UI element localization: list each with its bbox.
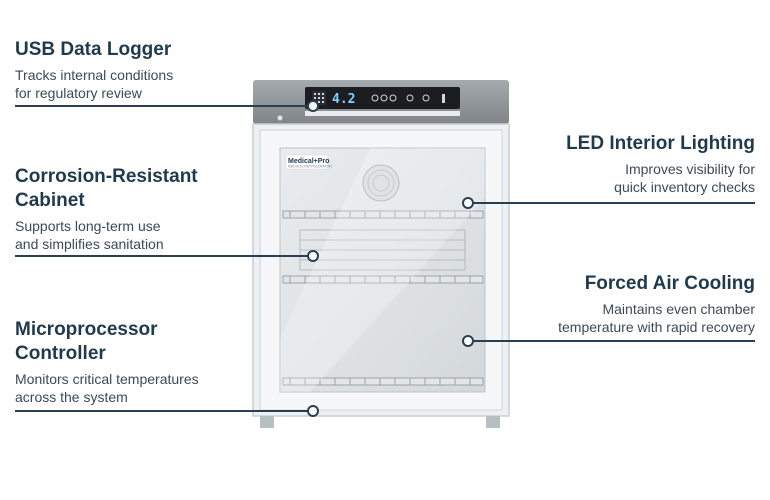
callout-title: LED Interior Lighting	[566, 133, 755, 154]
callout-corrosion-resistant-cabinet: Corrosion-Resistant Cabinet Supports lon…	[15, 165, 255, 253]
leveling-foot	[260, 416, 274, 428]
callout-title: USB Data Logger	[15, 39, 172, 60]
shelf	[282, 210, 484, 219]
leader-line-air	[468, 340, 755, 342]
callout-desc-line: and simplifies sanitation	[15, 236, 164, 252]
leveling-foot	[486, 416, 500, 428]
usb-port-icon	[442, 94, 445, 103]
callout-desc-line: Supports long-term use	[15, 218, 161, 234]
brand-subtitle: MEDICAL REFRIGERATOR	[288, 165, 332, 169]
button-set-icon[interactable]	[371, 94, 379, 102]
callout-title: Forced Air Cooling	[584, 273, 755, 294]
callout-microprocessor-controller: Microprocessor Controller Monitors criti…	[15, 318, 255, 406]
hotspot-air[interactable]	[462, 335, 474, 347]
button-down-icon[interactable]	[389, 94, 397, 102]
glass-reflection	[280, 148, 485, 392]
control-buttons[interactable]	[371, 94, 445, 103]
leader-line-corrosion	[15, 255, 313, 257]
hotspot-usb[interactable]	[307, 100, 319, 112]
hotspot-micro[interactable]	[307, 405, 319, 417]
hotspot-corrosion[interactable]	[307, 250, 319, 262]
wire-basket	[299, 229, 466, 271]
callout-title-line: Controller	[15, 343, 106, 364]
callout-desc-line: Tracks internal conditions	[15, 67, 174, 83]
power-button-icon[interactable]	[406, 94, 414, 102]
temperature-display: 4.2	[332, 92, 355, 107]
callout-desc-line: across the system	[15, 389, 128, 405]
callout-desc-line: Improves visibility for	[625, 161, 755, 177]
callout-desc-line: for regulatory review	[15, 85, 142, 101]
lock-icon	[277, 115, 283, 121]
callout-description: Maintains even chamber temperature with …	[520, 300, 755, 336]
callout-forced-air-cooling: Forced Air Cooling Maintains even chambe…	[520, 272, 755, 336]
leader-line-led	[468, 202, 755, 204]
display-panel	[305, 87, 460, 109]
callout-led-interior-lighting: LED Interior Lighting Improves visibilit…	[520, 132, 755, 196]
shelf	[282, 377, 484, 386]
callout-usb-data-logger: USB Data Logger Tracks internal conditio…	[15, 38, 255, 102]
shelf	[282, 275, 484, 284]
callout-title: Microprocessor Controller	[15, 318, 255, 366]
brand-name: Medical+Pro	[288, 158, 329, 165]
callout-title-line: Corrosion-Resistant	[15, 166, 198, 187]
callout-title-line: Microprocessor	[15, 319, 158, 340]
callout-title: Corrosion-Resistant Cabinet	[15, 165, 255, 213]
callout-description: Tracks internal conditions for regulator…	[15, 66, 255, 102]
callout-desc-line: Maintains even chamber	[602, 301, 755, 317]
callout-description: Monitors critical temperatures across th…	[15, 370, 255, 406]
callout-desc-line: temperature with rapid recovery	[558, 319, 755, 335]
refrigerator-illustration: 4.2 Medical+Pro MEDICAL REFRIGERATOR	[252, 80, 510, 428]
callout-description: Improves visibility for quick inventory …	[520, 160, 755, 196]
callout-desc-line: quick inventory checks	[614, 179, 755, 195]
hotspot-led[interactable]	[462, 197, 474, 209]
brand-label	[285, 154, 329, 170]
callout-title-line: Cabinet	[15, 190, 85, 211]
callout-description: Supports long-term use and simplifies sa…	[15, 217, 255, 253]
light-button-icon[interactable]	[422, 94, 430, 102]
callout-desc-line: Monitors critical temperatures	[15, 371, 199, 387]
leader-line-usb	[15, 105, 313, 107]
leader-line-micro	[15, 410, 313, 412]
button-up-icon[interactable]	[380, 94, 388, 102]
